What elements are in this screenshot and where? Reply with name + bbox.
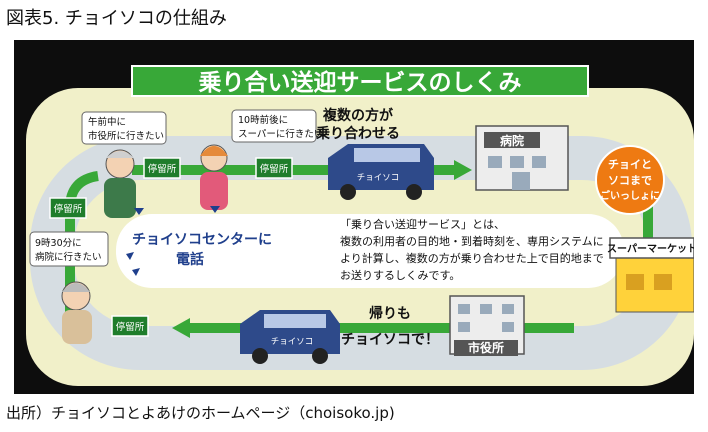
supermarket-label: スーパーマーケット xyxy=(607,243,694,255)
bubble-morning-line2: 市役所に行きたい xyxy=(88,130,164,142)
multi-rider-line2: 乗り合わせる xyxy=(315,125,400,142)
description-line2: 複数の利用者の目的地・到着時刻を、専用システムに xyxy=(340,234,604,248)
bubble-nine: 9時30分に 病院に行きたい xyxy=(29,231,109,267)
bus-stop-4-label: 停留所 xyxy=(116,321,145,333)
center-call-line2: 電話 xyxy=(176,251,204,268)
bubble-nine-line2: 病院に行きたい xyxy=(35,251,102,263)
bus-stop-1: 停留所 xyxy=(143,157,181,179)
multi-rider-line1: 複数の方が xyxy=(322,107,394,124)
bus-stop-3: 停留所 xyxy=(49,197,87,219)
bubble-ten: 10時前後に スーパーに行きたい xyxy=(231,109,323,143)
hospital-building: 病院 xyxy=(475,125,569,191)
bubble-morning-line1: 午前中に xyxy=(88,116,126,128)
phone-signal-icon xyxy=(126,206,220,276)
source-caption: 出所）チョイソコとよあけのホームページ（choisoko.jp) xyxy=(6,404,395,422)
bus-stop-1-label: 停留所 xyxy=(148,163,177,175)
center-call-line1: チョイソコセンターに xyxy=(132,232,272,248)
bus-stop-4: 停留所 xyxy=(111,315,149,337)
bubble-ten-line2: スーパーに行きたい xyxy=(238,128,323,140)
bus-stop-3-label: 停留所 xyxy=(54,203,83,215)
banner-text: 乗り合い送迎サービスのしくみ xyxy=(199,69,522,96)
bubble-morning: 午前中に 市役所に行きたい xyxy=(81,111,167,145)
route-arrowhead-bottom xyxy=(172,318,190,338)
info-cloud xyxy=(116,214,624,288)
van-top: チョイソコ xyxy=(328,144,434,200)
description-line1: 「乗り合い送迎サービス」とは、 xyxy=(340,217,505,231)
city-hall-building: 市役所 xyxy=(449,295,525,356)
orange-badge-line3: ごいっしょに xyxy=(600,189,660,202)
elderly-woman-figure xyxy=(61,281,92,344)
return-line2: チョイソコで！ xyxy=(341,332,439,348)
figure-title: 図表5. チョイソコの仕組み xyxy=(6,8,227,29)
bubble-nine-line1: 9時30分に xyxy=(35,238,82,249)
description-line4: お送りするしくみです。 xyxy=(340,268,460,282)
woman-figure xyxy=(200,144,228,210)
city-hall-label: 市役所 xyxy=(468,340,504,355)
description-line3: より計算し、複数の方が乗り合わせた上で目的地まで xyxy=(340,251,604,265)
orange-badge: チョイと ソコまで ごいっしょに xyxy=(595,145,665,215)
van-top-label: チョイソコ xyxy=(357,173,400,183)
title-banner xyxy=(131,65,589,97)
bubble-ten-line1: 10時前後に xyxy=(238,114,288,126)
diagram-panel: 乗り合い送迎サービスのしくみ 午前中に 市役所に行きたい 10時前後に スーパー… xyxy=(14,40,694,394)
hospital-label: 病院 xyxy=(500,133,524,148)
diagram-svg: 乗り合い送迎サービスのしくみ 午前中に 市役所に行きたい 10時前後に スーパー… xyxy=(26,65,694,386)
return-line1: 帰りも xyxy=(369,305,411,322)
orange-badge-line1: チョイと xyxy=(608,158,652,171)
bus-stop-2: 停留所 xyxy=(255,157,293,179)
bus-stop-2-label: 停留所 xyxy=(260,163,289,175)
supermarket-building: スーパーマーケット xyxy=(607,237,694,313)
van-bottom: チョイソコ xyxy=(240,310,340,364)
orange-badge-line2: ソコまで xyxy=(608,174,652,187)
van-bottom-label: チョイソコ xyxy=(271,337,314,347)
route-arrowhead-top xyxy=(454,160,472,180)
elderly-man-figure xyxy=(104,149,136,218)
